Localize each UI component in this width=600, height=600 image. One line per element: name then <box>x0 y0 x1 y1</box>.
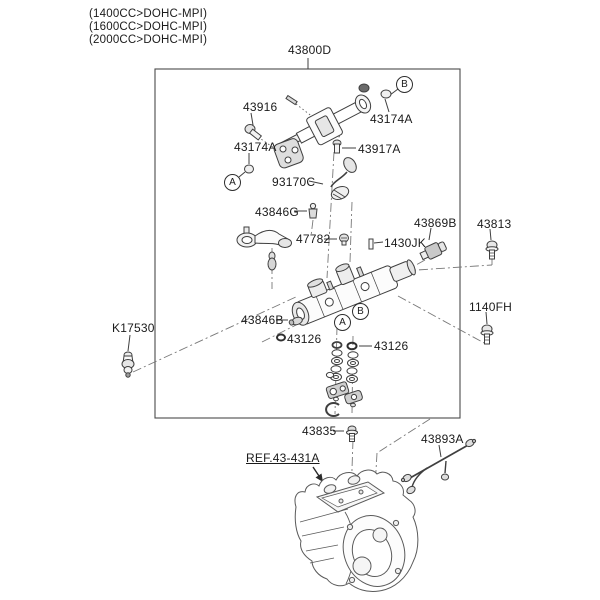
section-marker-a-body: A <box>334 314 351 331</box>
lever-pivot-pin <box>267 251 277 271</box>
shaft-top-nut <box>358 83 370 93</box>
callout-43893a: 43893A <box>421 432 464 446</box>
callout-43800d: 43800D <box>288 43 332 57</box>
bolt-43835 <box>346 425 358 442</box>
shaft-flange-plate <box>273 138 304 169</box>
transmission-case <box>294 469 419 592</box>
select-shaft-assembly <box>244 83 392 174</box>
callout-43917a: 43917A <box>358 142 401 156</box>
plug-43846b <box>288 316 303 326</box>
callout-43174a-right: 43174A <box>370 112 413 126</box>
callout-1430jk: 1430JK <box>384 236 426 250</box>
callout-93170c: 93170C <box>272 175 316 189</box>
callout-43835: 43835 <box>302 424 337 438</box>
bolt-43917a <box>332 139 342 154</box>
callout-k17530: K17530 <box>112 321 155 335</box>
harness-43893a <box>400 438 477 495</box>
callout-43869b: 43869B <box>414 216 457 230</box>
reference-label: REF.43-431A <box>246 451 320 465</box>
engine-variant-1600: (1600CC>DOHC-MPI) <box>89 21 208 33</box>
bushing-43174a-left <box>244 164 254 174</box>
lower-bracket-parts <box>325 371 363 417</box>
callout-43916: 43916 <box>243 100 278 114</box>
callout-43846g: 43846G <box>255 205 299 219</box>
callout-43174a-left: 43174A <box>234 140 277 154</box>
callout-43126-left: 43126 <box>287 332 322 346</box>
section-marker-a-top: A <box>224 174 241 191</box>
sensor-43869b <box>419 241 447 261</box>
callout-43846b: 43846B <box>241 313 284 327</box>
bolt-1140fh <box>480 324 494 345</box>
engine-variant-2000: (2000CC>DOHC-MPI) <box>89 34 208 46</box>
callout-1140fh: 1140FH <box>469 300 513 314</box>
engine-variant-1400: (1400CC>DOHC-MPI) <box>89 8 208 20</box>
switch-k17530 <box>121 351 135 378</box>
washer-stack-right <box>346 351 359 384</box>
stopper-43846g <box>308 202 318 219</box>
seal-ring-43126-left <box>276 333 286 342</box>
shift-control-body <box>291 259 416 326</box>
screw-47782 <box>339 233 349 246</box>
bushing-43174a-right <box>380 89 392 99</box>
pin-1430jk <box>368 238 374 250</box>
bolt-43916 <box>244 124 263 141</box>
switch-wire-93170c <box>330 157 357 201</box>
leader-lines <box>127 58 492 458</box>
roll-pin <box>285 94 298 106</box>
shift-lever-arm <box>236 226 292 271</box>
ref-arrow <box>312 466 323 482</box>
section-marker-b-top: B <box>396 76 413 93</box>
section-marker-b-body: B <box>352 303 369 320</box>
bolt-43813 <box>485 240 499 260</box>
seal-ring-43126-right <box>346 341 358 351</box>
callout-47782: 47782 <box>296 232 331 246</box>
callout-43813: 43813 <box>477 217 512 231</box>
callout-43126-right: 43126 <box>374 339 409 353</box>
